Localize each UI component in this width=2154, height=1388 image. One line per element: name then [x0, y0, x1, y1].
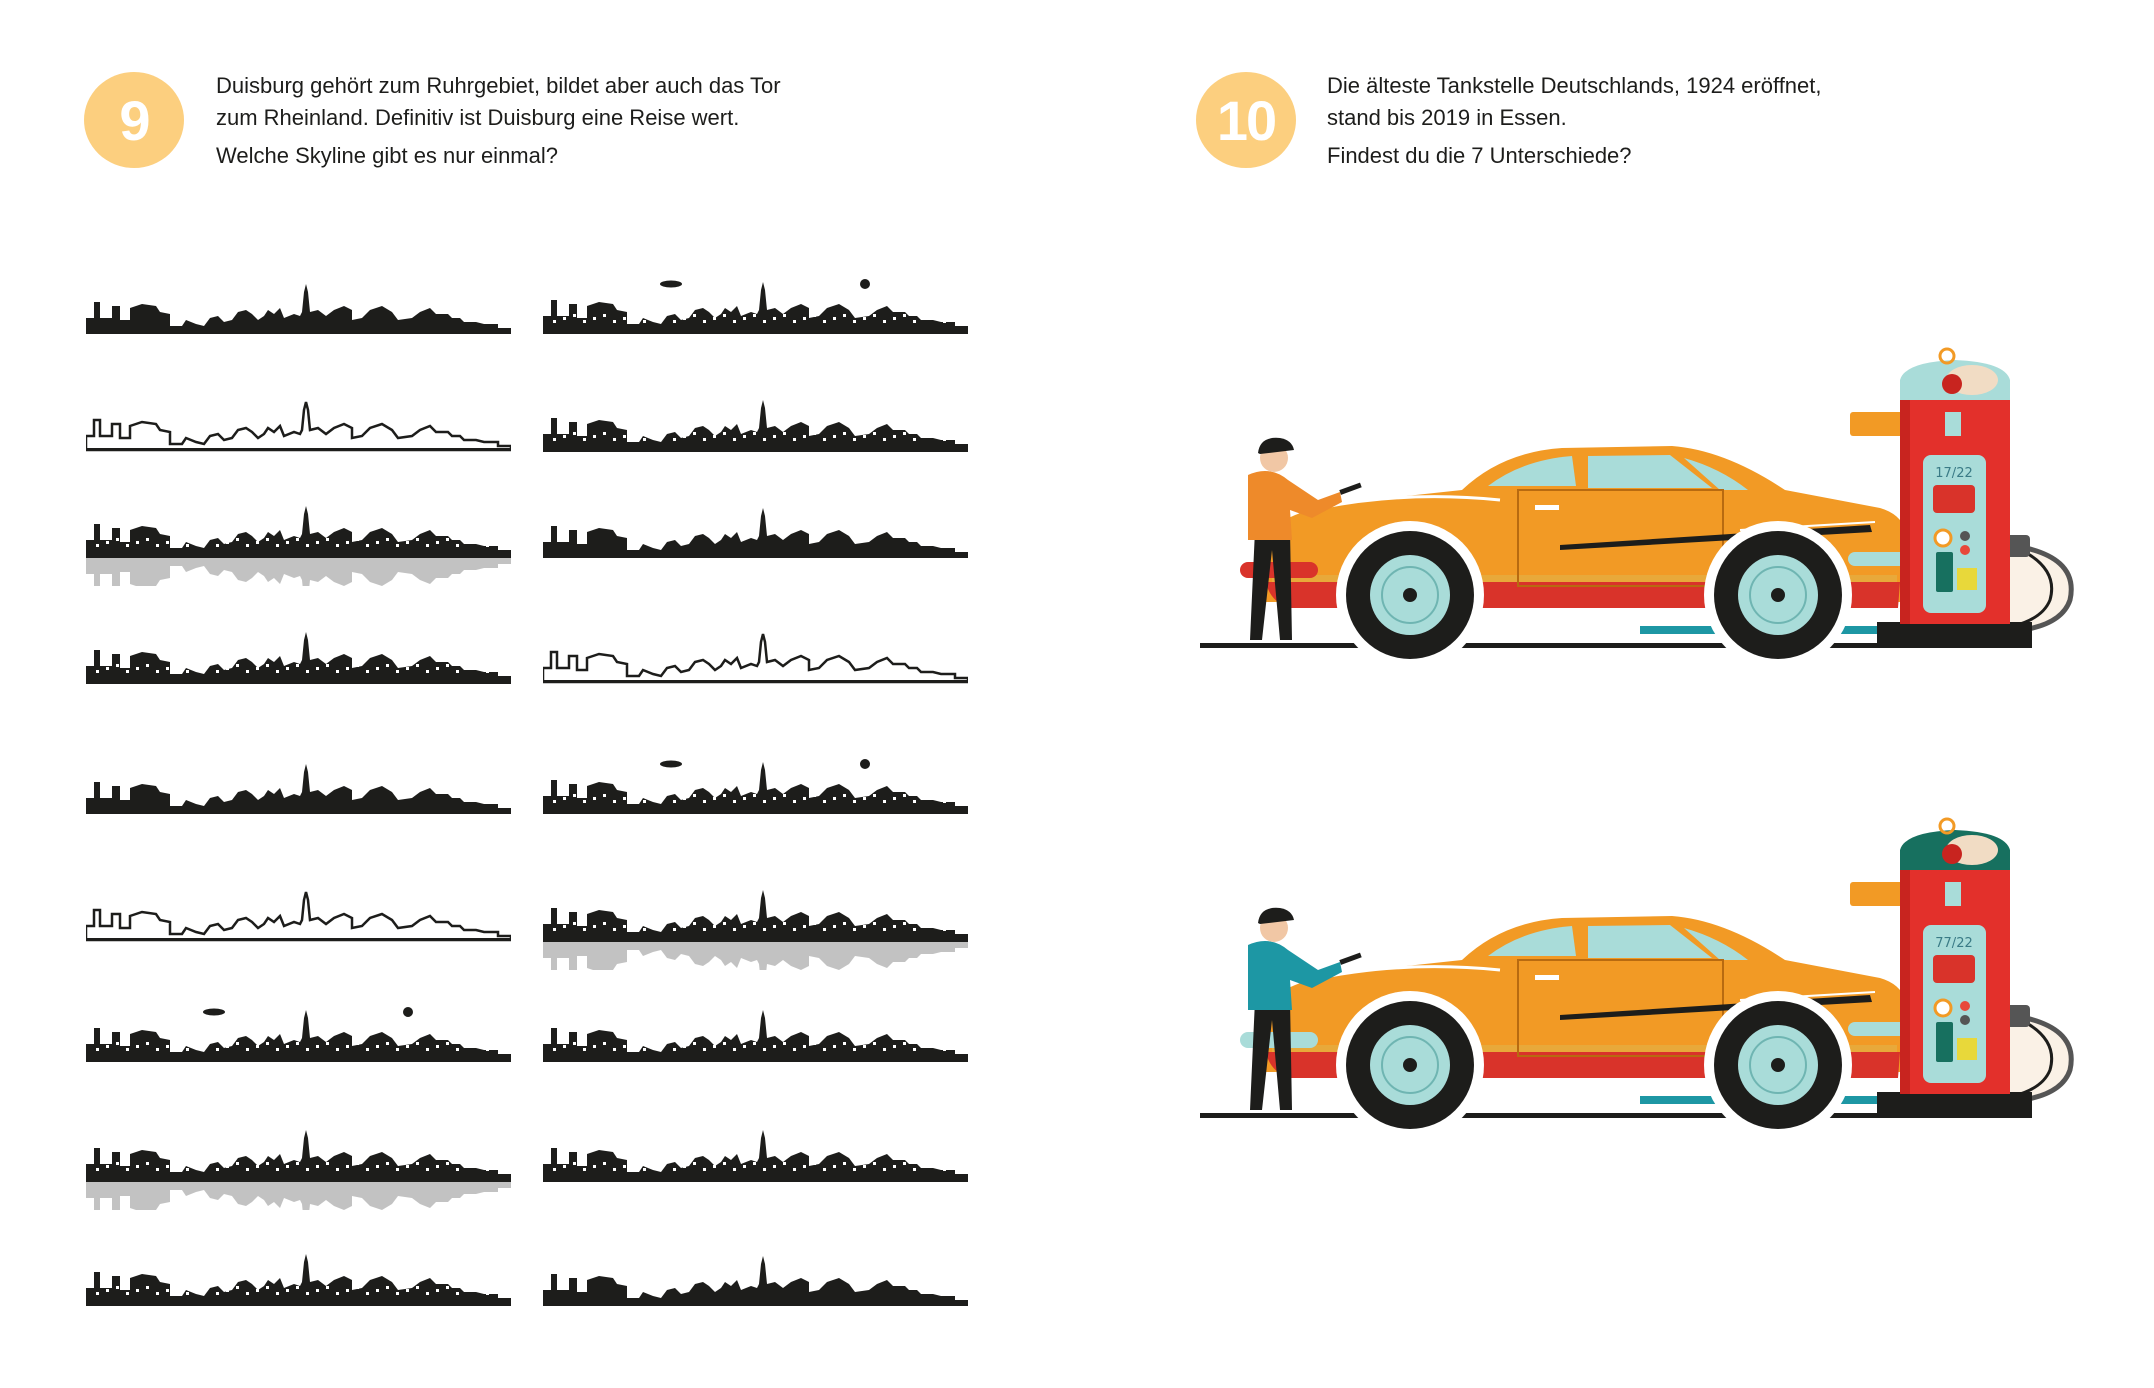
nozzle-holder	[1850, 412, 1912, 436]
puzzle-10-intro: Die älteste Tankstelle Deutschlands, 192…	[1327, 70, 1822, 172]
nozzle-holder	[1850, 882, 1912, 906]
fuel-pump-icon: 17/22	[1850, 347, 2032, 646]
car-icon	[1240, 916, 1926, 1139]
ground-line	[1200, 1113, 2032, 1118]
skyline-option-left-3[interactable]	[86, 496, 511, 586]
skyline-option-right-5[interactable]	[543, 752, 968, 842]
puzzle-10-text-line-2: stand bis 2019 in Essen.	[1327, 105, 1567, 130]
skyline-option-left-1[interactable]	[86, 272, 511, 362]
cap-icon	[1258, 907, 1294, 924]
hose-icon	[1989, 1005, 2074, 1105]
skyline-option-left-4[interactable]	[86, 622, 511, 712]
skyline-option-right-7[interactable]	[543, 1000, 968, 1090]
puzzle-10-badge: 10	[1196, 72, 1296, 168]
puzzle-9-intro: Duisburg gehört zum Ruhrgebiet, bildet a…	[216, 70, 781, 172]
puzzle-9-text-line-1: Duisburg gehört zum Ruhrgebiet, bildet a…	[216, 73, 781, 98]
skyline-reflection	[86, 1182, 511, 1210]
skyline-option-right-1[interactable]	[543, 272, 968, 362]
skyline-reflection	[86, 558, 511, 586]
skyline-reflection	[543, 942, 968, 970]
skyline-option-left-6[interactable]	[86, 880, 511, 970]
skyline-option-right-4[interactable]	[543, 622, 968, 712]
car-icon	[1240, 446, 1926, 669]
puzzle-10-question: Findest du die 7 Unterschiede?	[1327, 143, 1632, 168]
car-scene-2[interactable]: 77/22	[1200, 810, 2100, 1139]
zeppelin-icon	[660, 760, 682, 768]
pump-display: 77/22	[1935, 936, 1972, 951]
skyline-option-left-8[interactable]	[86, 1120, 511, 1210]
pump-display: 17/22	[1935, 466, 1972, 481]
puzzle-9-text-line-2: zum Rheinland. Definitiv ist Duisburg ei…	[216, 105, 740, 130]
rear-wheel	[1704, 521, 1852, 669]
skyline-option-left-5[interactable]	[86, 752, 511, 842]
man-icon	[1248, 437, 1362, 640]
car-scene-1[interactable]: 17/22	[1200, 340, 2100, 669]
puzzle-10-text-line-1: Die älteste Tankstelle Deutschlands, 192…	[1327, 73, 1822, 98]
balloon-icon	[860, 279, 870, 289]
skyline-option-right-9[interactable]	[543, 1244, 968, 1334]
zeppelin-icon	[660, 280, 682, 288]
fuel-pump-icon: 77/22	[1850, 817, 2032, 1116]
rear-wheel	[1704, 991, 1852, 1139]
skyline-option-left-7[interactable]	[86, 1000, 511, 1090]
skyline-option-right-3[interactable]	[543, 496, 968, 586]
puzzle-9-question: Welche Skyline gibt es nur einmal?	[216, 143, 558, 168]
zeppelin-icon	[203, 1008, 225, 1016]
skyline-option-left-2[interactable]	[86, 390, 511, 480]
skyline-option-right-2[interactable]	[543, 390, 968, 480]
skyline-option-right-6[interactable]	[543, 880, 968, 970]
man-icon	[1248, 907, 1362, 1110]
cap-icon	[1258, 437, 1294, 454]
ground-line	[1200, 643, 2032, 648]
puzzle-9-badge: 9	[84, 72, 184, 168]
front-wheel	[1336, 991, 1484, 1139]
balloon-icon	[860, 759, 870, 769]
skyline-option-right-8[interactable]	[543, 1120, 968, 1210]
skyline-option-left-9[interactable]	[86, 1244, 511, 1334]
front-wheel	[1336, 521, 1484, 669]
balloon-icon	[403, 1007, 413, 1017]
man-shirt	[1248, 471, 1342, 540]
man-shirt	[1248, 941, 1342, 1010]
